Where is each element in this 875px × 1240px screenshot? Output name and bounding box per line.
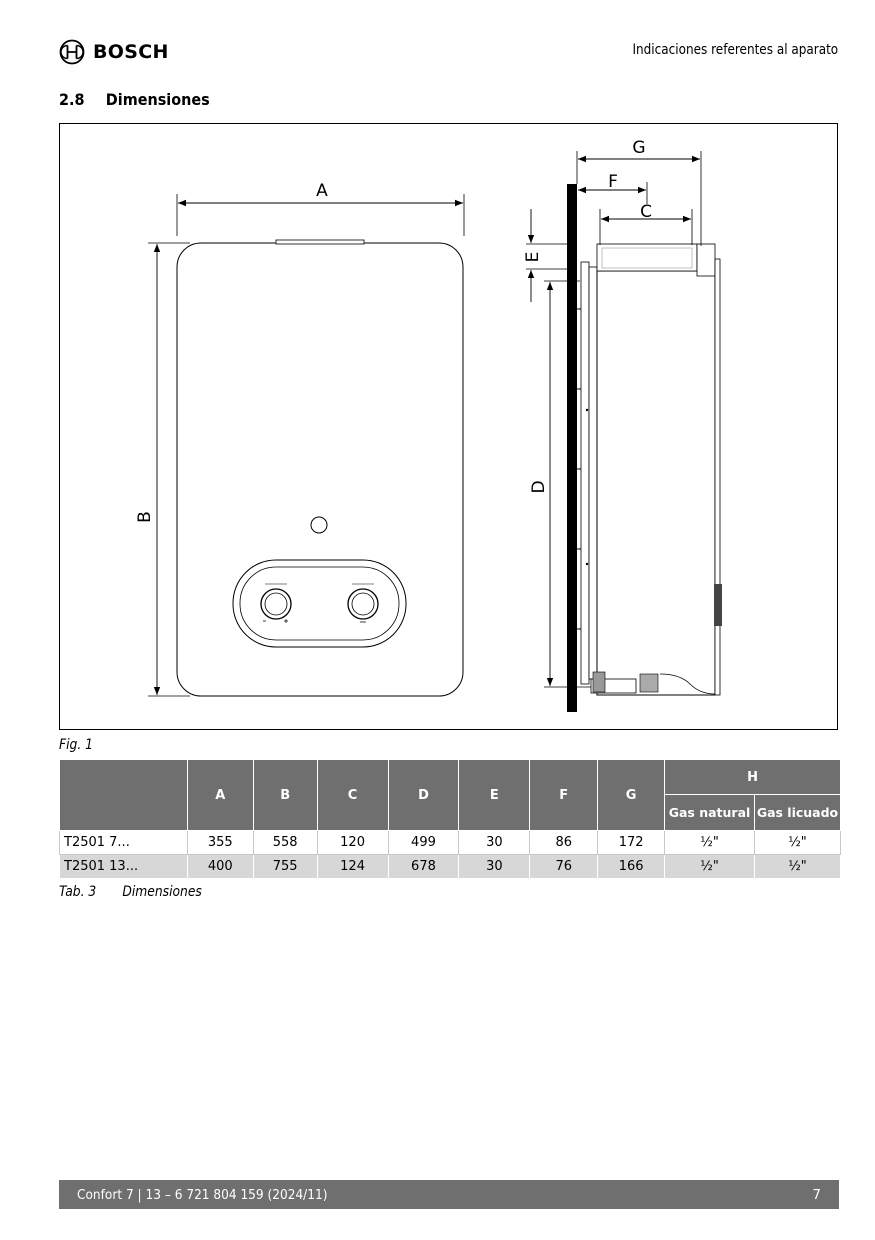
brand-name: BOSCH xyxy=(93,41,169,63)
column-header-d: D xyxy=(387,759,460,831)
table-caption: Tab. 3 Dimensiones xyxy=(59,884,202,900)
power-knob-icon xyxy=(347,588,379,620)
table-cell: 678 xyxy=(387,854,460,879)
table-header-row: A B C D E F G H xyxy=(59,759,841,831)
dimension-b-label: B xyxy=(135,511,155,523)
table-cell: 76 xyxy=(529,854,599,879)
table-cell: 30 xyxy=(458,854,531,879)
table-caption-number: Tab. 3 xyxy=(59,884,97,900)
page-footer: Confort 7 | 13 – 6 721 804 159 (2024/11)… xyxy=(59,1180,839,1209)
section-number: 2.8 xyxy=(59,90,85,109)
dimension-a-label: A xyxy=(316,181,328,201)
column-header-g: G xyxy=(597,759,666,831)
dimension-c-label: C xyxy=(640,202,652,222)
footer-page-number: 7 xyxy=(812,1186,821,1203)
table-cell: 124 xyxy=(316,854,389,879)
wall xyxy=(567,184,577,712)
figure-caption: Fig. 1 xyxy=(59,737,94,753)
side-view xyxy=(567,184,722,712)
footer-document-reference: Confort 7 | 13 – 6 721 804 159 (2024/11) xyxy=(77,1186,328,1203)
bosch-logo: BOSCH xyxy=(59,38,169,66)
dimension-g-label: G xyxy=(632,138,645,158)
header-section-label: Indicaciones referentes al aparato xyxy=(632,42,838,58)
column-header-b: B xyxy=(252,759,318,831)
column-header-model xyxy=(59,759,188,831)
table-row: T2501 7... 355 558 120 499 30 86 172 ½" … xyxy=(59,830,842,855)
column-header-gas-licuado: Gas licuado xyxy=(753,794,842,831)
column-header-f: F xyxy=(529,759,599,831)
column-header-c: C xyxy=(316,759,389,831)
temperature-knob-icon xyxy=(260,588,292,620)
bosch-armature-icon xyxy=(59,39,85,65)
column-header-e: E xyxy=(458,759,531,831)
dimensions-table: A B C D E F G H Gas natural Gas licuado … xyxy=(59,759,842,879)
column-header-a: A xyxy=(186,759,254,831)
table-cell: 86 xyxy=(529,830,599,855)
table-cell: 755 xyxy=(252,854,318,879)
dimension-f-label: F xyxy=(608,172,618,192)
table-cell: 400 xyxy=(186,854,254,879)
table-cell: 499 xyxy=(387,830,460,855)
table-cell: ½" xyxy=(753,854,842,879)
dimension-e-label: E xyxy=(523,252,543,263)
table-cell: ½" xyxy=(664,854,755,879)
table-row: T2501 13... 400 755 124 678 30 76 166 ½"… xyxy=(59,854,842,879)
section-heading: 2.8 Dimensiones xyxy=(59,90,210,109)
dimension-figure: A B E xyxy=(59,123,838,730)
table-cell: ½" xyxy=(664,830,755,855)
dimension-d-label: D xyxy=(529,480,549,493)
table-cell: 558 xyxy=(252,830,318,855)
column-header-gas-natural: Gas natural xyxy=(664,794,755,831)
table-cell: 166 xyxy=(597,854,666,879)
table-cell-model: T2501 7... xyxy=(59,830,188,855)
table-cell: ½" xyxy=(753,830,842,855)
table-cell: 120 xyxy=(316,830,389,855)
front-view xyxy=(176,239,464,697)
table-cell: 30 xyxy=(458,830,531,855)
table-cell-model: T2501 13... xyxy=(59,854,188,879)
table-cell: 172 xyxy=(597,830,666,855)
section-title: Dimensiones xyxy=(105,90,210,109)
table-caption-text: Dimensiones xyxy=(122,884,202,900)
dimension-drawing: A B E xyxy=(135,138,722,712)
table-subheader-row: Gas natural Gas licuado xyxy=(60,794,842,831)
column-header-h: H xyxy=(664,759,841,795)
table-cell: 355 xyxy=(186,830,254,855)
